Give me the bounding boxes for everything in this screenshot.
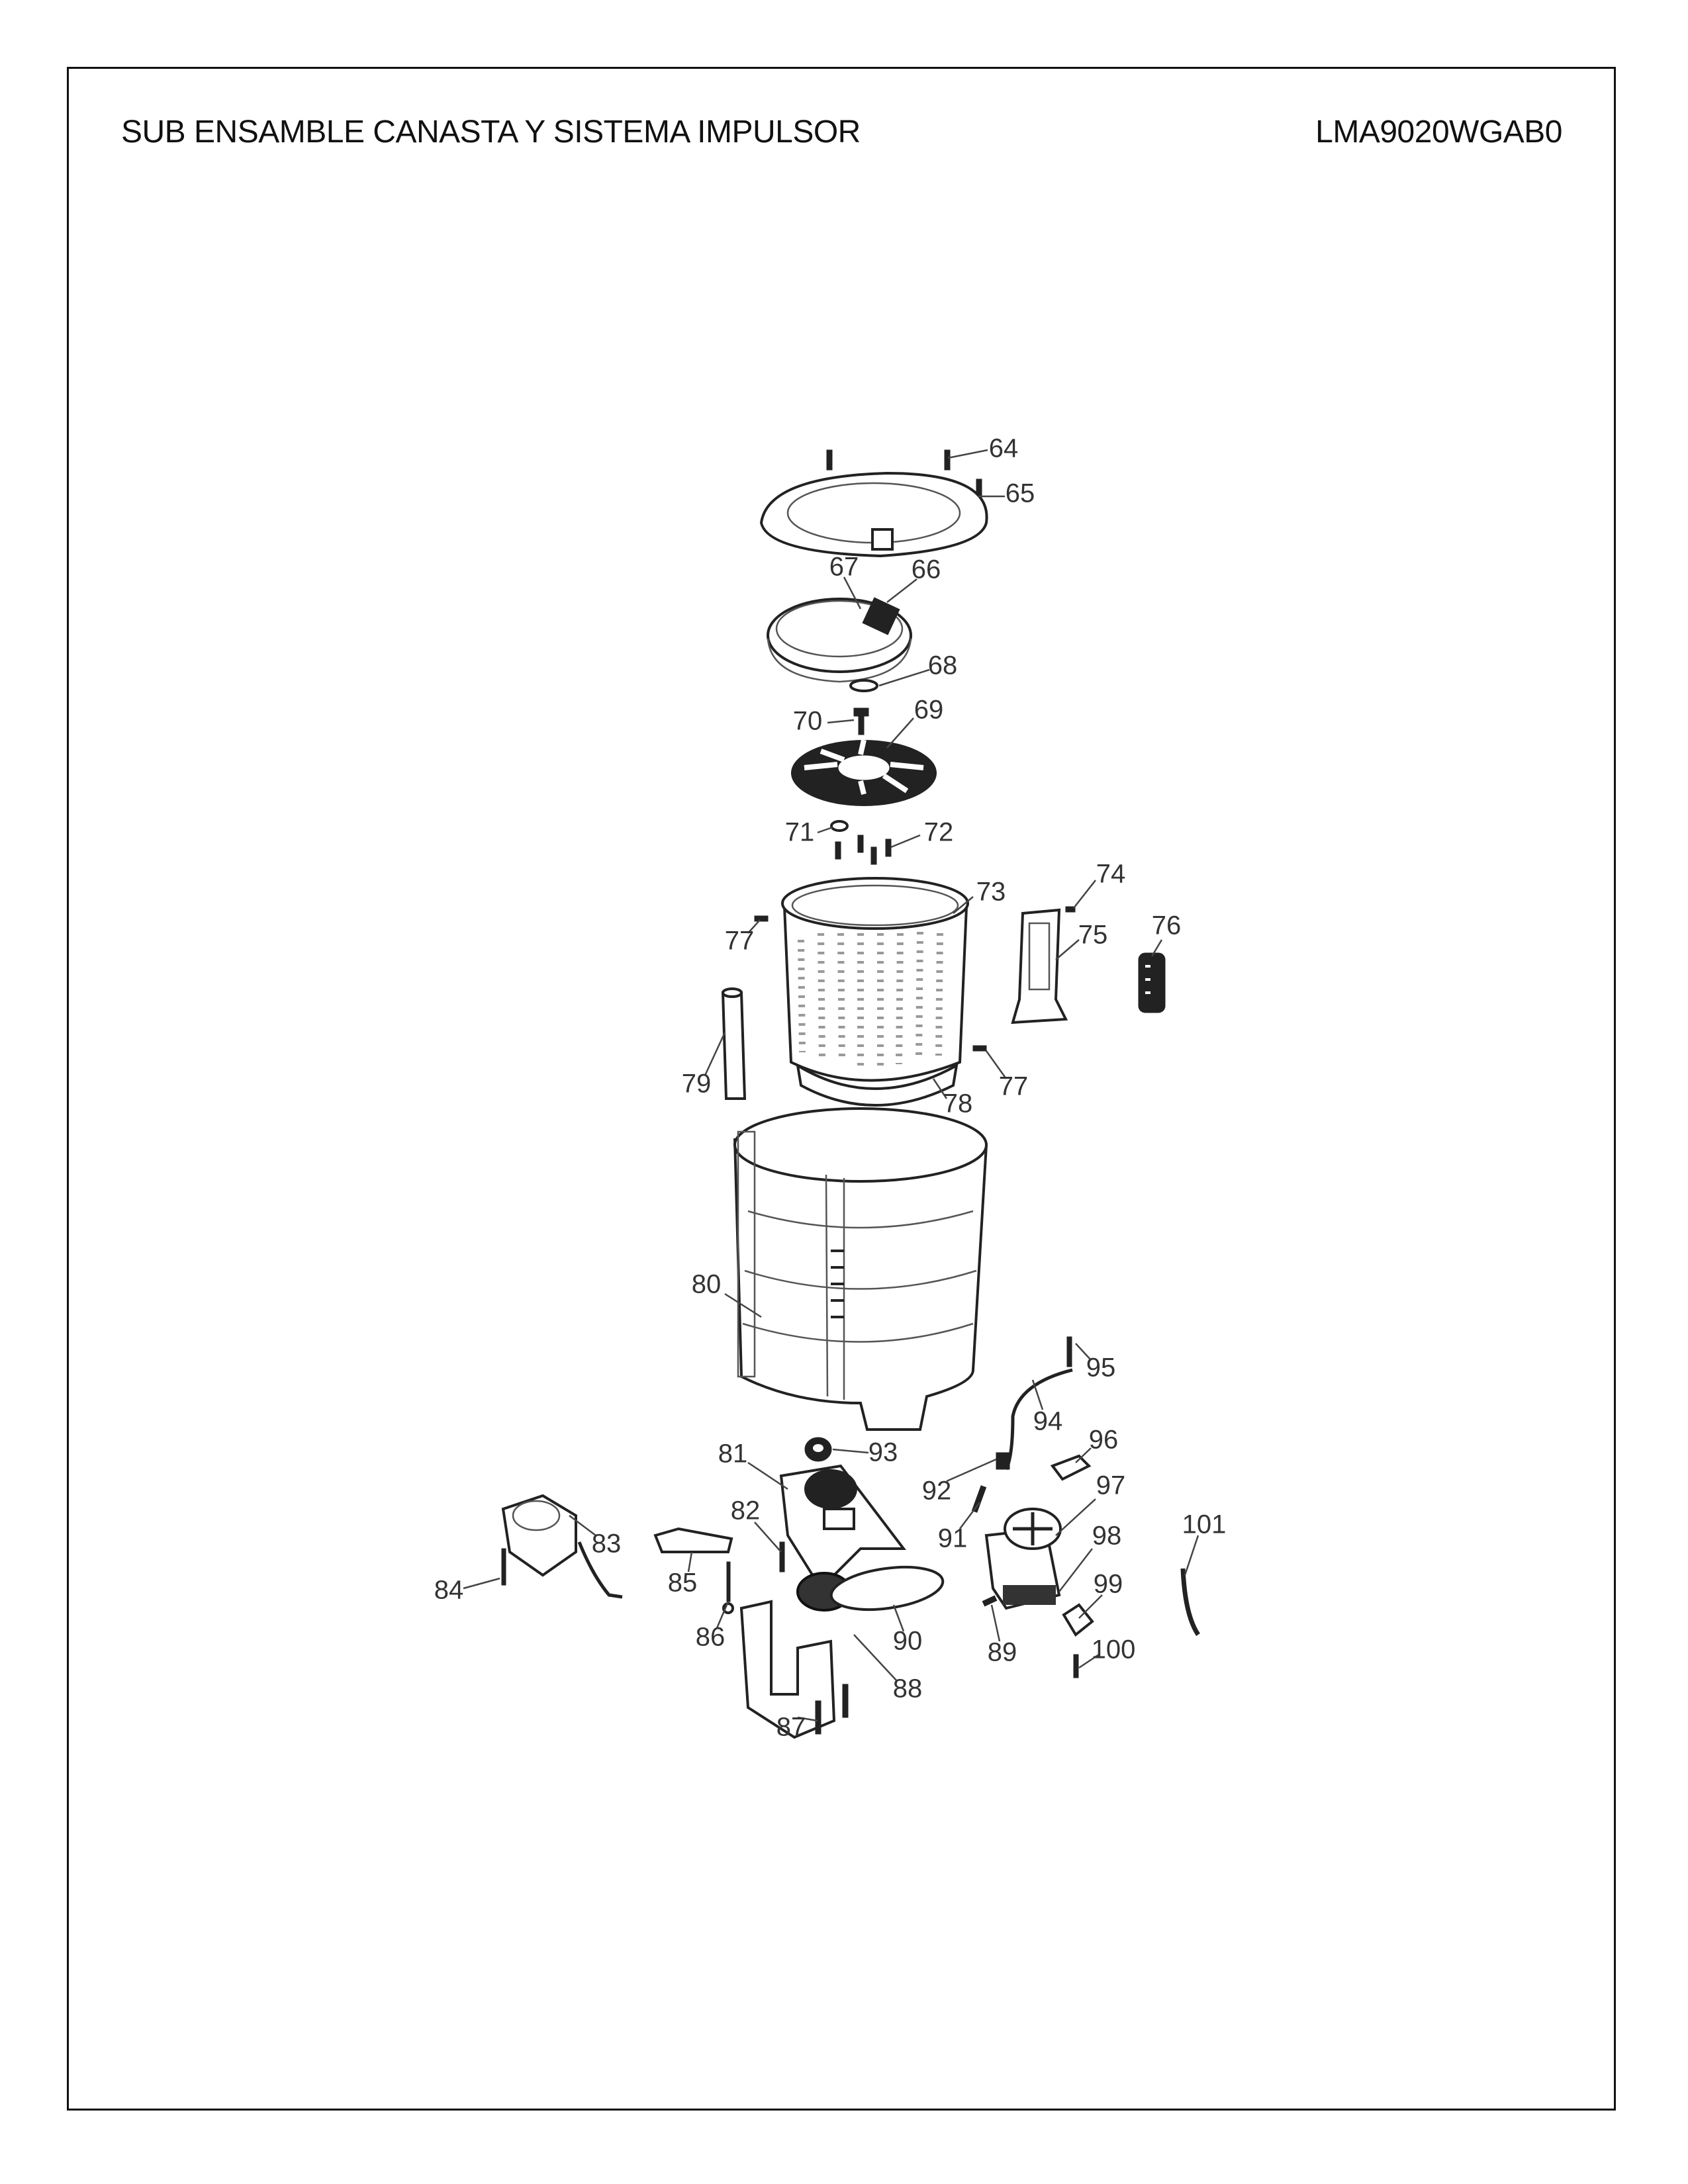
callout-88: 88 bbox=[893, 1674, 923, 1704]
callout-100: 100 bbox=[1092, 1635, 1136, 1664]
part-101-hose bbox=[1180, 1568, 1200, 1636]
callout-labels: 64 65 67 66 68 70 69 71 72 73 74 75 76 7… bbox=[434, 434, 1227, 1742]
callout-76: 76 bbox=[1152, 911, 1182, 940]
callout-97: 97 bbox=[1096, 1471, 1126, 1500]
callout-77: 77 bbox=[999, 1072, 1029, 1101]
callout-93: 93 bbox=[868, 1438, 898, 1467]
part-92-capacitor bbox=[996, 1452, 1010, 1470]
part-86-bolt bbox=[722, 1561, 734, 1614]
part-85-bracket bbox=[653, 1527, 733, 1553]
callout-79: 79 bbox=[682, 1069, 712, 1099]
callout-82: 82 bbox=[731, 1496, 761, 1525]
callout-71: 71 bbox=[785, 818, 815, 847]
part-89-bolt bbox=[982, 1595, 998, 1607]
callout-101: 101 bbox=[1182, 1510, 1227, 1539]
part-84-screw bbox=[501, 1548, 506, 1586]
callout-66: 66 bbox=[912, 555, 941, 584]
callout-78: 78 bbox=[943, 1089, 973, 1118]
callout-96: 96 bbox=[1089, 1426, 1119, 1455]
part-71-washer bbox=[830, 820, 849, 832]
callout-83: 83 bbox=[592, 1529, 622, 1559]
callout-74: 74 bbox=[1096, 860, 1126, 889]
part-94-wire-harness bbox=[1004, 1336, 1073, 1471]
callout-84: 84 bbox=[434, 1576, 464, 1605]
callout-81: 81 bbox=[718, 1439, 748, 1469]
part-90-belt bbox=[829, 1566, 945, 1611]
part-99-cover bbox=[1062, 1603, 1094, 1637]
part-100-screw bbox=[1073, 1654, 1079, 1678]
callout-67: 67 bbox=[829, 553, 859, 582]
callout-75: 75 bbox=[1078, 921, 1108, 950]
part-87-bolts bbox=[815, 1684, 849, 1735]
part-77-screws bbox=[754, 915, 987, 1052]
callout-86: 86 bbox=[696, 1623, 726, 1652]
callout-65: 65 bbox=[1006, 479, 1035, 508]
part-73-wash-basket bbox=[781, 877, 969, 1107]
diagram-title: SUB ENSAMBLE CANASTA Y SISTEMA IMPULSOR bbox=[121, 114, 861, 150]
callout-68: 68 bbox=[928, 651, 958, 680]
part-83-drain-motor bbox=[501, 1494, 623, 1599]
part-69-pulsator bbox=[791, 739, 937, 806]
callout-69: 69 bbox=[914, 696, 944, 725]
callout-91: 91 bbox=[938, 1524, 968, 1553]
part-81-transmission bbox=[779, 1464, 907, 1612]
part-96-clip bbox=[1050, 1454, 1092, 1481]
callout-90: 90 bbox=[893, 1627, 923, 1656]
callout-80: 80 bbox=[692, 1270, 722, 1299]
part-88-motor-bracket bbox=[739, 1600, 836, 1739]
part-93-pulley-nut bbox=[804, 1437, 832, 1462]
callout-64: 64 bbox=[989, 434, 1019, 463]
callout-77: 77 bbox=[725, 927, 755, 956]
part-80-outer-tub bbox=[733, 1107, 988, 1431]
model-number: LMA9020WGAB0 bbox=[1315, 114, 1562, 150]
part-65-balance-ring-cover bbox=[759, 471, 988, 558]
callout-95: 95 bbox=[1086, 1353, 1116, 1383]
callout-87: 87 bbox=[776, 1713, 806, 1742]
callout-70: 70 bbox=[793, 707, 823, 736]
part-76-filter bbox=[1138, 952, 1166, 1013]
part-66-tub-cover bbox=[767, 597, 912, 683]
callout-73: 73 bbox=[976, 878, 1006, 907]
part-72-bolts bbox=[835, 835, 892, 865]
part-68-washer bbox=[849, 679, 878, 692]
page-border bbox=[67, 67, 1616, 2111]
part-97-motor bbox=[984, 1508, 1062, 1610]
callout-99: 99 bbox=[1094, 1570, 1123, 1599]
part-91-screw bbox=[971, 1485, 987, 1513]
leader-lines bbox=[463, 449, 1199, 1722]
callout-94: 94 bbox=[1033, 1407, 1063, 1436]
part-75-bracket bbox=[1011, 908, 1068, 1024]
part-79-pipe bbox=[721, 987, 747, 1100]
callout-92: 92 bbox=[922, 1477, 952, 1506]
callout-72: 72 bbox=[924, 818, 954, 847]
part-70-screw bbox=[853, 707, 869, 735]
callout-89: 89 bbox=[988, 1638, 1017, 1667]
callout-85: 85 bbox=[668, 1569, 698, 1598]
part-74-screw bbox=[1065, 906, 1076, 913]
callout-98: 98 bbox=[1092, 1522, 1122, 1551]
